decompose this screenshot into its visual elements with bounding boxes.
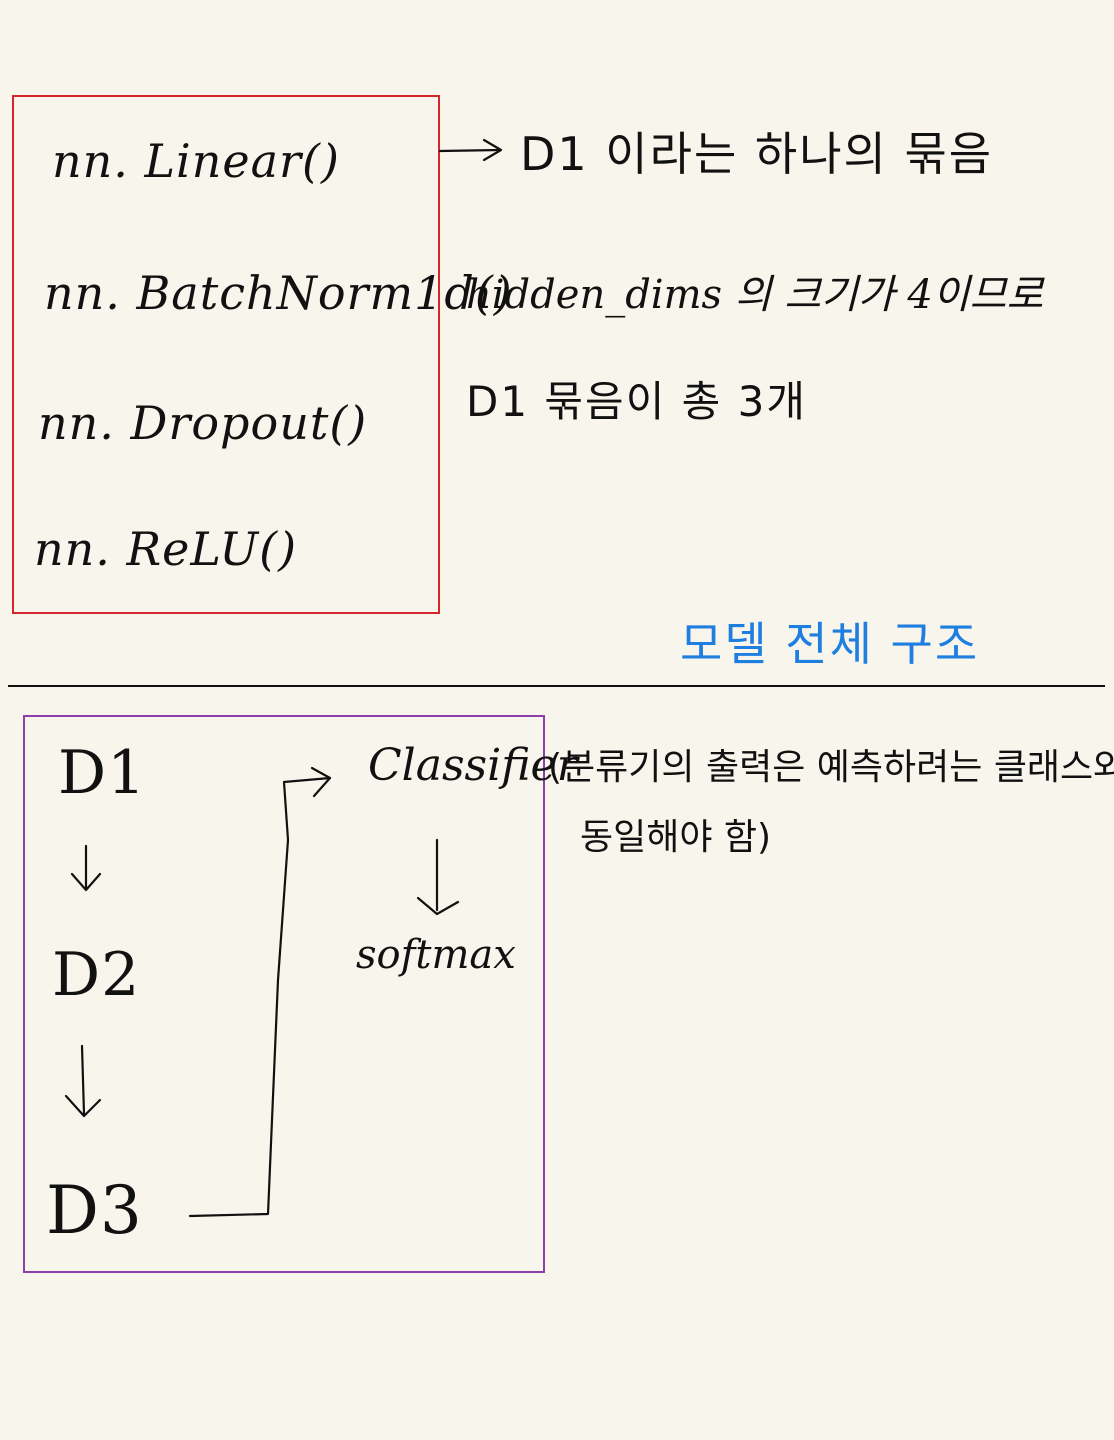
layer-batchnorm1d: nn. BatchNorm1d() bbox=[44, 266, 513, 320]
bundle-count-note: D1 묶음이 총 3개 bbox=[466, 377, 808, 426]
section-divider bbox=[8, 685, 1105, 687]
hidden-dims-note: hidden_dims 의 크기가 4이므로 bbox=[466, 272, 1044, 318]
layer-dropout: nn. Dropout() bbox=[38, 396, 368, 450]
classifier-note-line1: (분류기의 출력은 예측하려는 클래스와 bbox=[548, 747, 1114, 788]
arrow-to-bundle-label bbox=[438, 138, 503, 162]
section-title: 모델 전체 구조 bbox=[680, 617, 980, 671]
layer-linear: nn. Linear() bbox=[52, 134, 340, 188]
model-structure-box bbox=[23, 715, 545, 1273]
block-d3: D3 bbox=[46, 1172, 143, 1249]
block-d2: D2 bbox=[52, 940, 141, 1010]
softmax-label: softmax bbox=[356, 932, 516, 978]
classifier-label: Classifier bbox=[368, 740, 578, 791]
block-d1: D1 bbox=[58, 738, 147, 808]
layer-relu: nn. ReLU() bbox=[34, 522, 298, 576]
d1-layer-group-box bbox=[12, 95, 440, 614]
classifier-note-line2: 동일해야 함) bbox=[580, 817, 772, 858]
bundle-label: D1 이라는 하나의 묶음 bbox=[520, 127, 994, 181]
